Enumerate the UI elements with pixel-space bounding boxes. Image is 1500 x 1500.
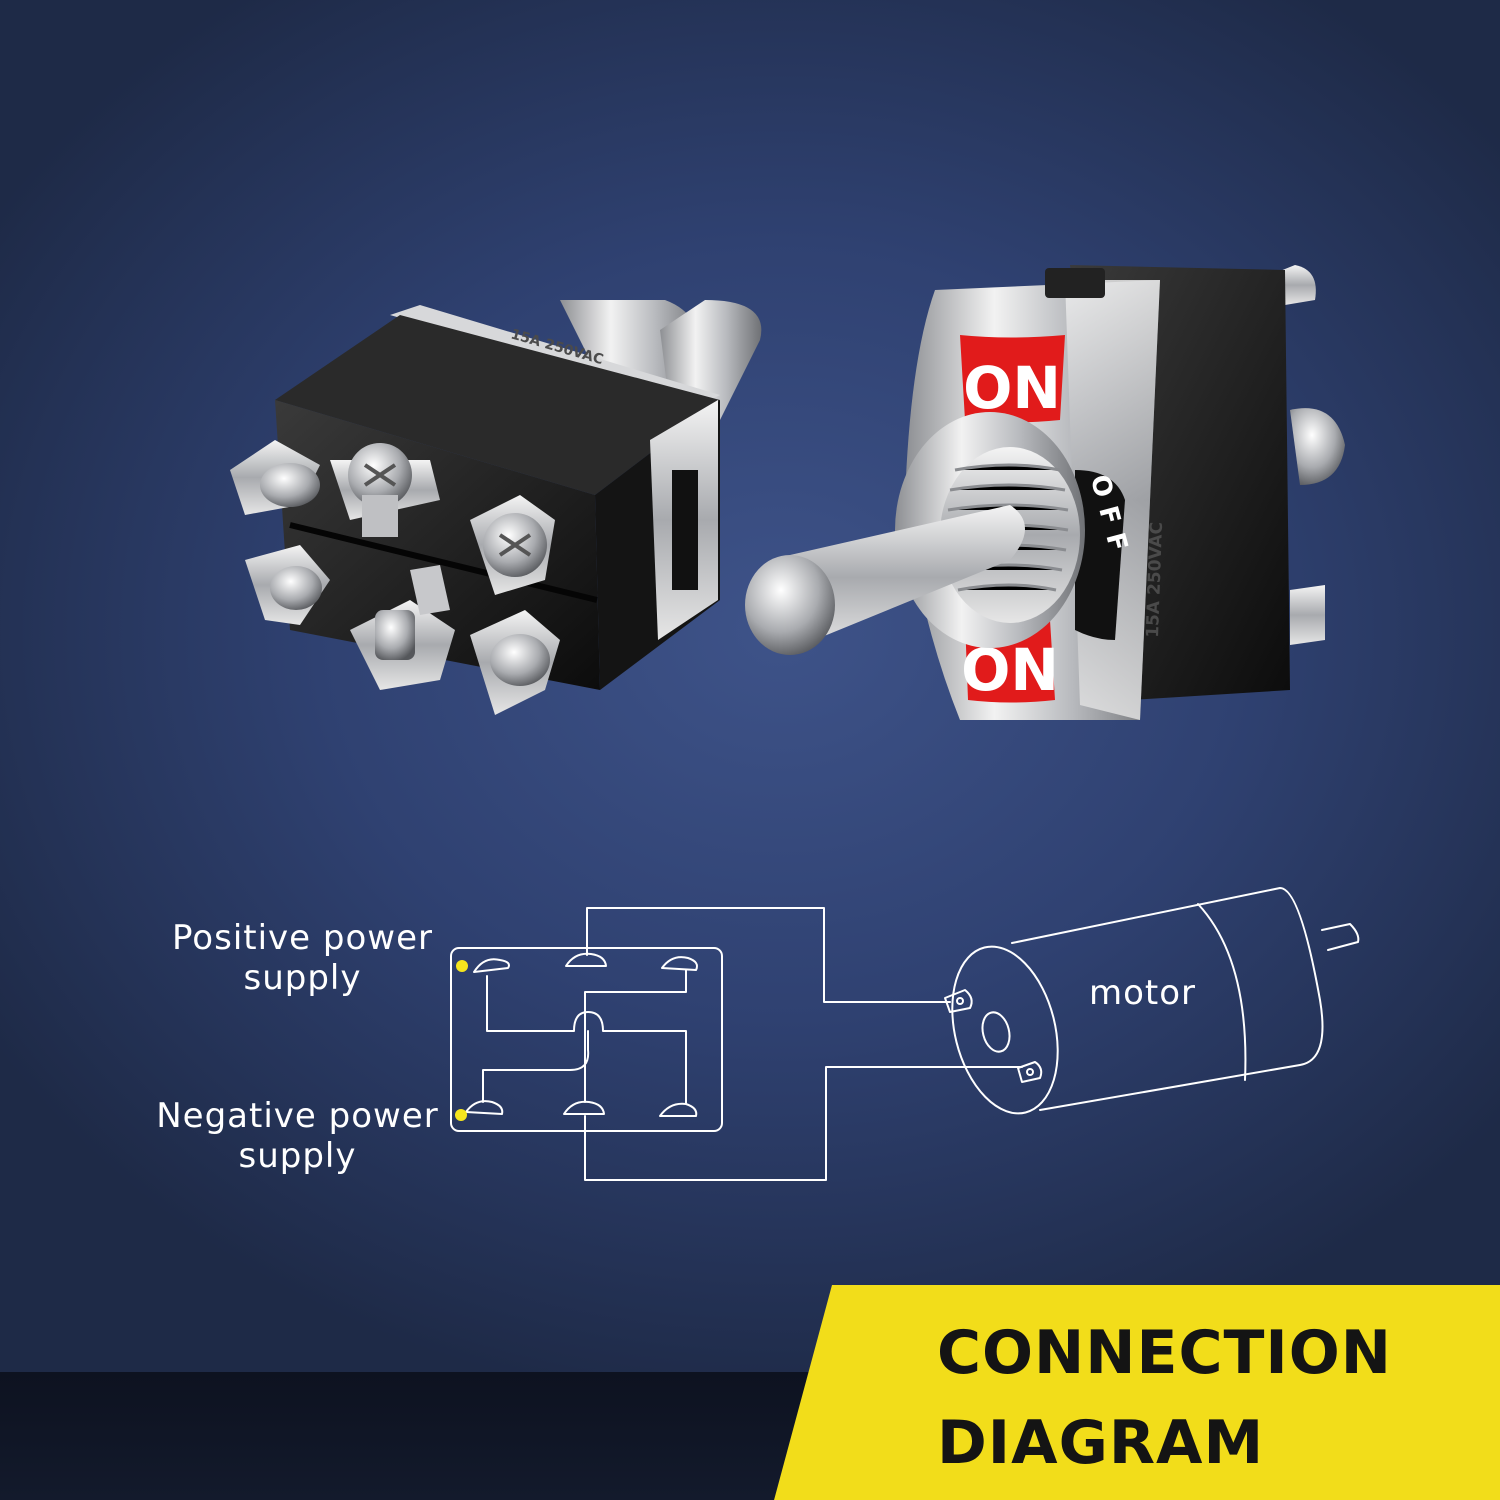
terminal-4 bbox=[465, 1100, 504, 1115]
connection-diagram-banner bbox=[770, 1285, 1500, 1500]
motor-drawing bbox=[944, 887, 1360, 1115]
negative-power-supply-label: Negative power supply bbox=[156, 1096, 439, 1176]
terminal-5 bbox=[563, 1100, 605, 1115]
terminal-6 bbox=[659, 1102, 698, 1117]
wire-to-motor-top bbox=[586, 907, 951, 1003]
terminal-1 bbox=[473, 958, 510, 973]
motor-label: motor bbox=[1088, 973, 1197, 1013]
left-switch-top-face bbox=[275, 315, 720, 495]
cross-wire-2 bbox=[584, 969, 687, 1103]
left-switch-bracket-slot bbox=[672, 470, 698, 590]
cross-wire-1 bbox=[486, 975, 687, 1104]
right-switch-rating-text: 15A 250VAC bbox=[1143, 522, 1167, 638]
cross-wire-3 bbox=[482, 1030, 590, 1103]
terminal-2 bbox=[565, 952, 607, 967]
right-switch-top-slot bbox=[1045, 268, 1105, 298]
rocker-on-top-badge bbox=[960, 335, 1065, 423]
rocker-on-bottom-label: ON bbox=[961, 636, 1059, 704]
rocker-on-top-label: ON bbox=[963, 354, 1061, 422]
left-switch-screw-terminals bbox=[230, 440, 560, 715]
banner-title-line-2: DIAGRAM bbox=[937, 1408, 1265, 1478]
switch-terminals bbox=[465, 952, 698, 1117]
left-switch: 15A 250VAC bbox=[230, 300, 762, 715]
right-switch: ON ON OFF 15A 250VAC bbox=[745, 265, 1345, 720]
terminal-3 bbox=[661, 956, 698, 971]
banner-title-line-1: CONNECTION bbox=[937, 1318, 1392, 1388]
negative-terminal-dot bbox=[455, 1109, 467, 1121]
rocker-off-badge bbox=[1075, 470, 1125, 640]
positive-power-supply-label: Positive power supply bbox=[172, 918, 433, 998]
banner-title: CONNECTION DIAGRAM bbox=[937, 1308, 1457, 1488]
wire-to-motor-bottom bbox=[584, 1066, 1023, 1181]
positive-terminal-dot bbox=[456, 960, 468, 972]
left-switch-divider bbox=[289, 522, 598, 603]
